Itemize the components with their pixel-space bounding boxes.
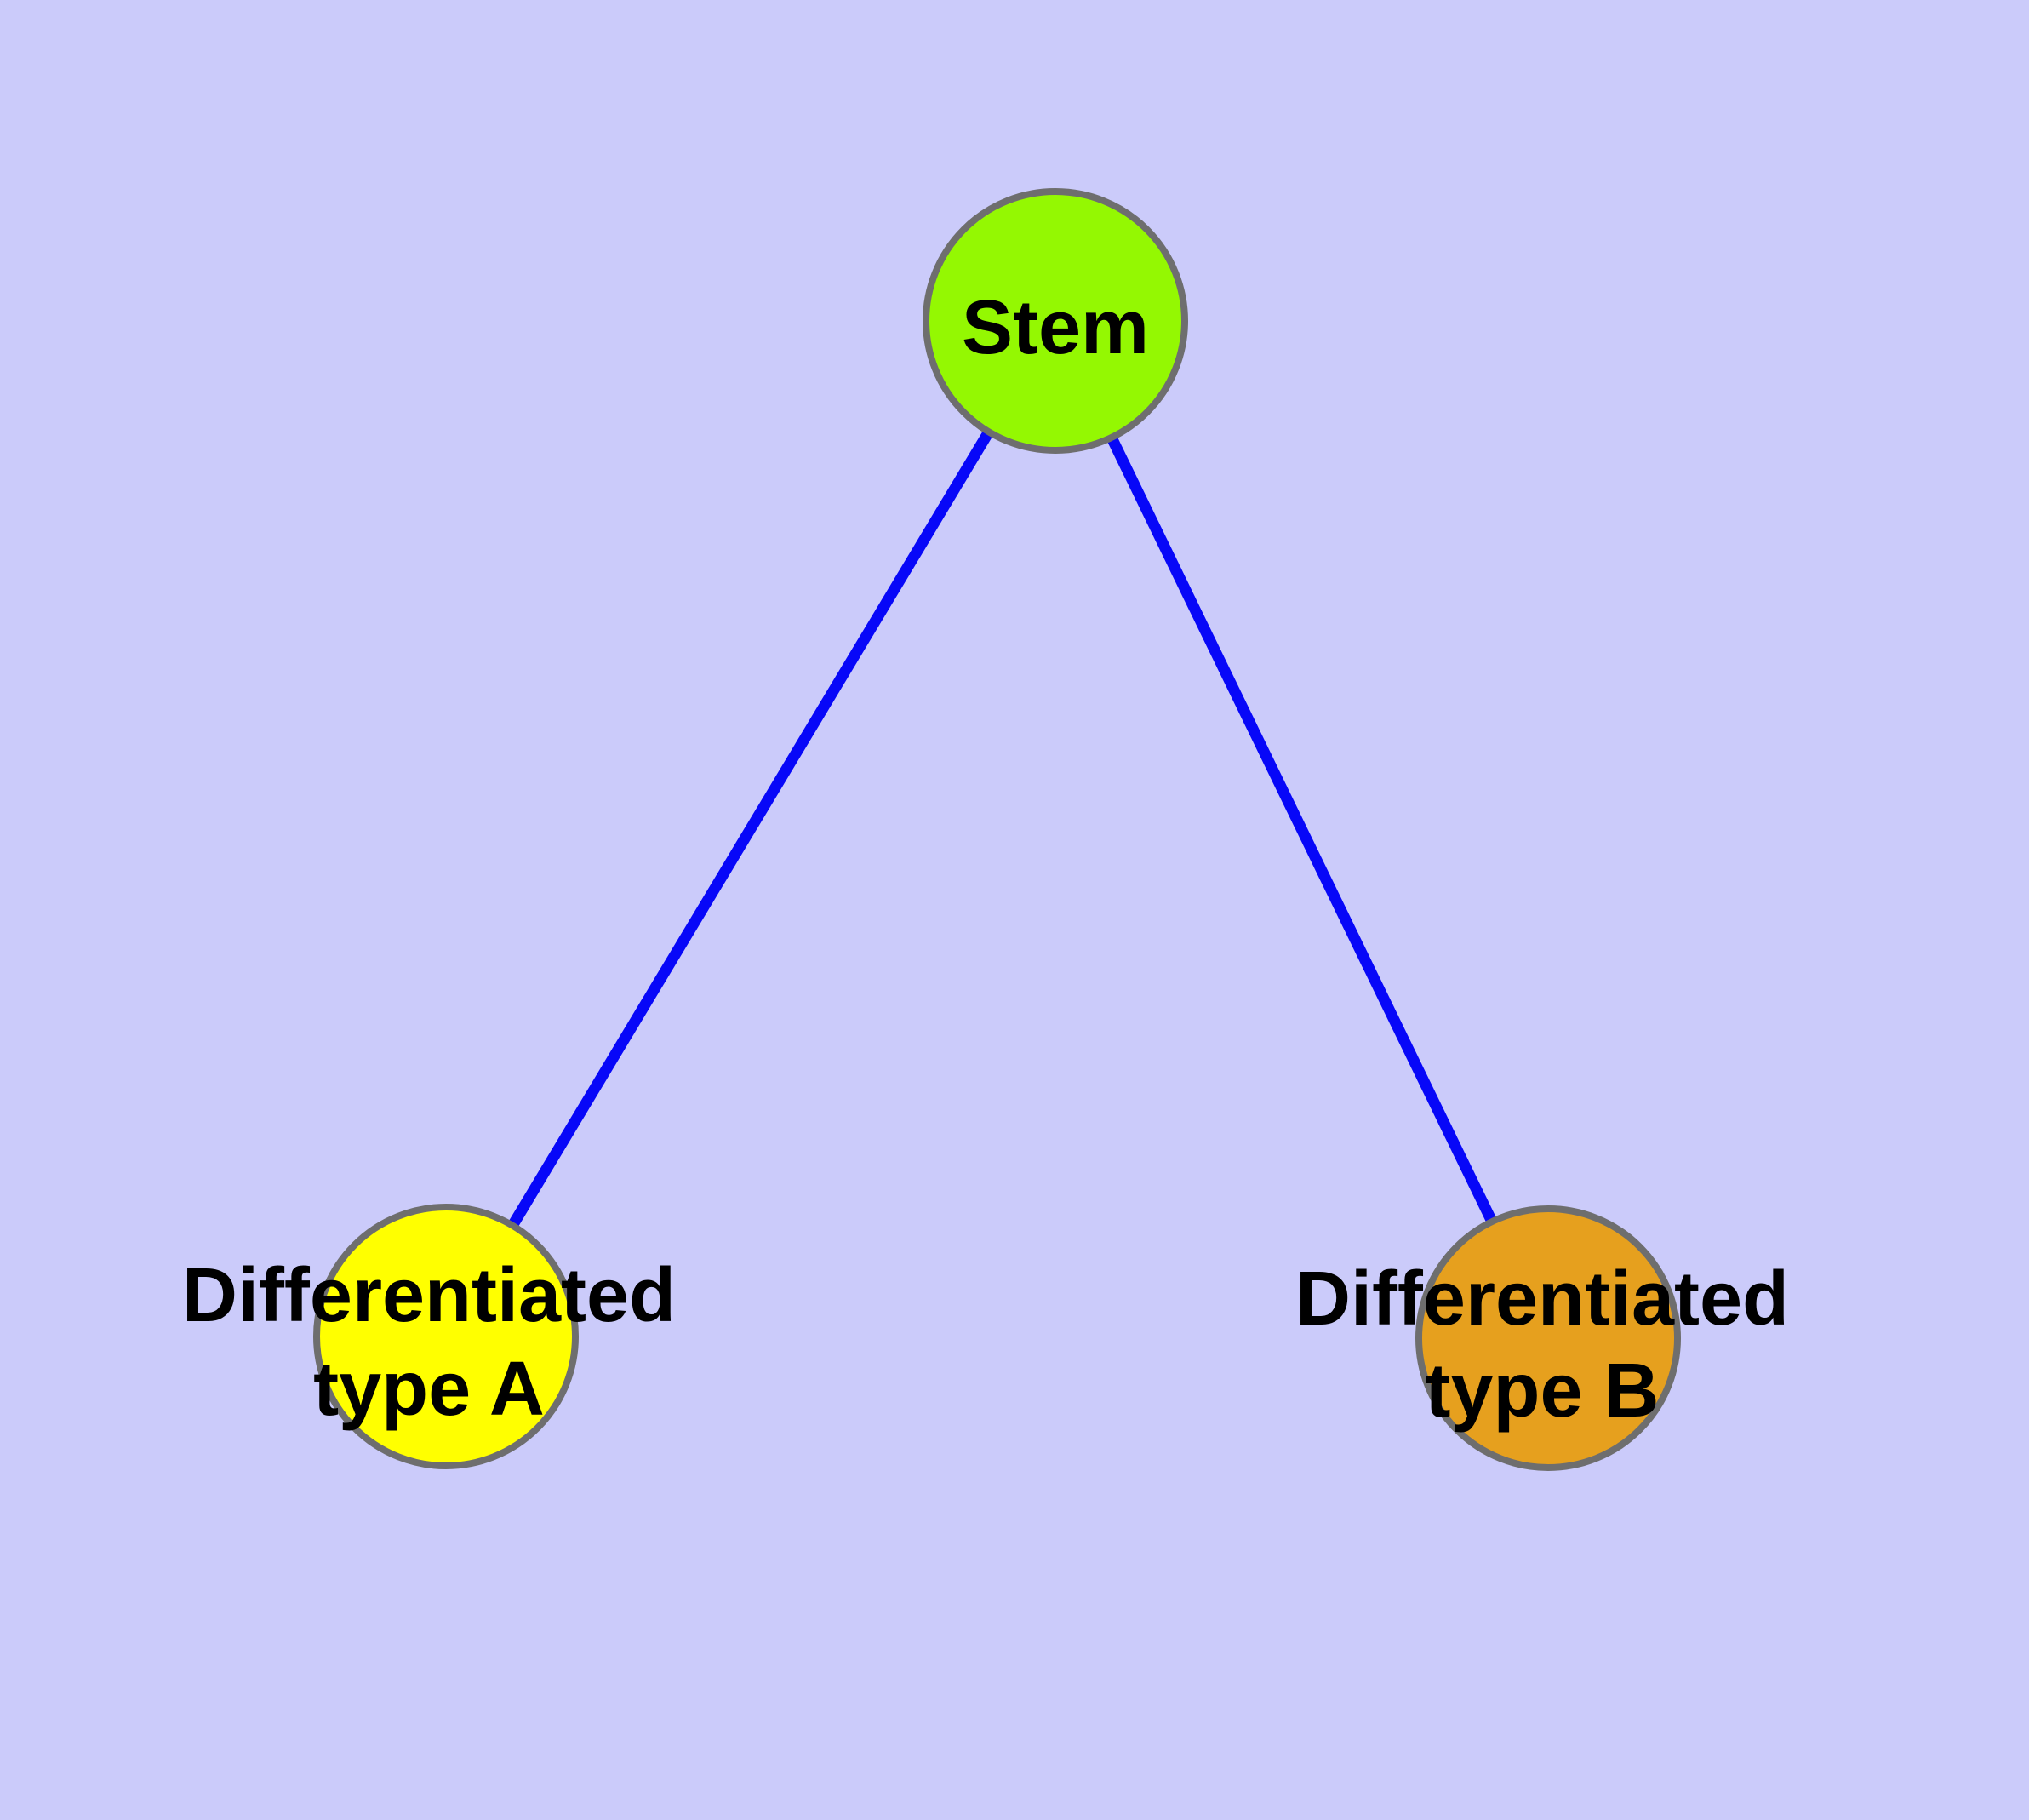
node-stem: Stem [923, 188, 1188, 454]
edge-stem-to-type-b [1106, 435, 1497, 1224]
node-differentiated-type-a: Differentiated type A [182, 1204, 676, 1469]
node-type-a-label-line1: Differentiated [182, 1253, 676, 1338]
node-type-a-circle [313, 1204, 579, 1469]
node-type-a-label-line2: type A [313, 1347, 545, 1432]
node-type-b-label-line2: type B [1425, 1348, 1659, 1434]
edge-stem-to-type-a [507, 428, 994, 1229]
node-type-b-circle [1415, 1205, 1681, 1471]
node-stem-label: Stem [962, 285, 1149, 370]
node-stem-circle [923, 188, 1188, 454]
node-type-b-label-line1: Differentiated [1295, 1256, 1789, 1342]
node-differentiated-type-b: Differentiated type B [1295, 1205, 1789, 1471]
